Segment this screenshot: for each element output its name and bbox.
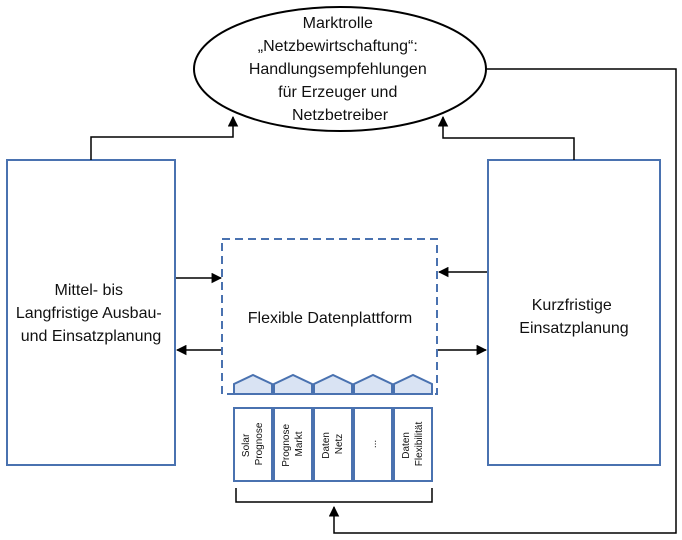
market-role-line-5: Netzbetreiber (292, 107, 389, 124)
module-box-5 (393, 407, 433, 482)
module-1-line-1: Solar (241, 433, 252, 457)
data-platform-box (221, 238, 438, 395)
long-term-line-3: und Einsatzplanung (21, 328, 162, 345)
module-4-line-1: ... (368, 440, 379, 448)
module-5-line-2: Flexibilität (414, 422, 425, 467)
module-5-line-1: Daten (401, 432, 412, 459)
module-connector-1 (233, 373, 273, 395)
module-box-1 (233, 407, 273, 482)
long-term-line-2: Langfristige Ausbau- (16, 305, 162, 322)
long-term-planning-box (6, 159, 176, 466)
module-text-solar-forecast: Solar Prognose (241, 422, 265, 465)
module-connector-2 (273, 373, 313, 395)
module-box-4 (353, 407, 393, 482)
module-2-line-1: Prognose (281, 424, 292, 467)
module-text-flexibility-data: Daten Flexibilität (401, 422, 425, 467)
module-2-line-2: Markt (294, 431, 305, 456)
module-connectors (233, 373, 433, 395)
market-role-text: Marktrolle „Netzbewirtschaftung“: Handlu… (249, 15, 431, 124)
module-brace (235, 488, 433, 503)
module-3-line-2: Netz (334, 434, 345, 455)
market-role-line-2: „Netzbewirtschaftung“: (258, 38, 418, 55)
module-box-2 (273, 407, 313, 482)
market-role-line-1: Marktrolle (303, 15, 373, 32)
arrow-right-to-ellipse (437, 115, 575, 160)
short-term-line-1: Kurzfristige (532, 297, 612, 314)
module-text-ellipsis: ... (368, 440, 379, 448)
module-boxes (233, 407, 433, 482)
module-1-line-2: Prognose (254, 422, 265, 465)
module-box-3 (313, 407, 353, 482)
data-platform-label: Flexible Datenplattform (248, 310, 413, 327)
short-term-planning-text: Kurzfristige Einsatzplanung (519, 297, 628, 337)
market-role-line-3: Handlungsempfehlungen (249, 61, 427, 78)
module-3-line-1: Daten (321, 432, 332, 459)
arrow-left-to-ellipse (90, 115, 239, 160)
long-term-planning-text: Mittel- bis Langfristige Ausbau- und Ein… (16, 282, 166, 345)
module-connector-4 (353, 373, 393, 395)
module-text-market-forecast: Prognose Markt (281, 421, 305, 467)
module-connector-5 (393, 373, 433, 395)
long-term-line-1: Mittel- bis (55, 282, 123, 299)
feedback-loop-line (328, 68, 677, 534)
module-text-grid-data: Daten Netz (321, 429, 345, 458)
market-role-line-4: für Erzeuger und (278, 84, 397, 101)
short-term-line-2: Einsatzplanung (519, 320, 628, 337)
module-connector-3 (313, 373, 353, 395)
